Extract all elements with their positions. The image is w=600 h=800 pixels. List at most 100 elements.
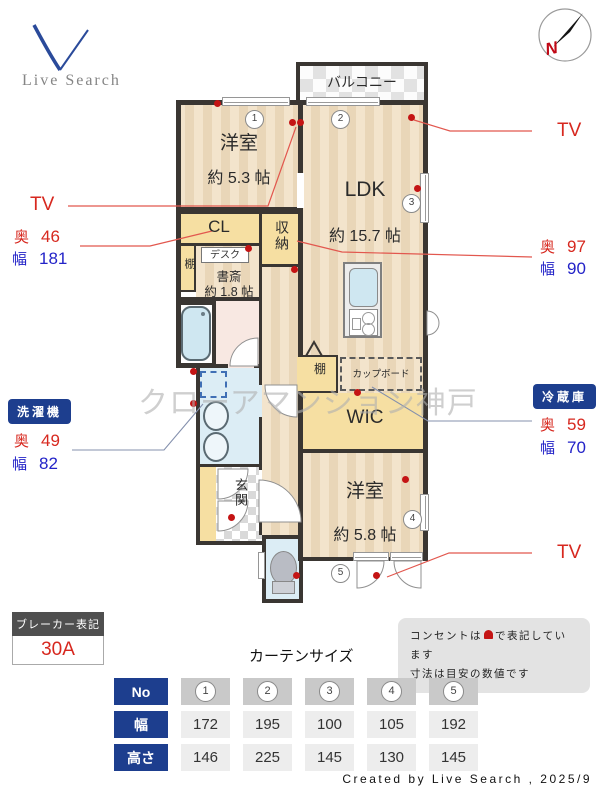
ldk-size: 約 15.7 帖	[328, 228, 402, 245]
room2-name: 洋室	[345, 481, 384, 502]
kitchen-sink	[349, 268, 378, 307]
legend-line-2: 寸法は目安の数値です	[410, 667, 530, 680]
curtain-height-value: 145	[429, 744, 478, 771]
wall-right	[423, 100, 428, 561]
outlet-marker	[297, 119, 304, 126]
breaker-value: 30A	[12, 636, 104, 665]
outlet-marker	[354, 389, 361, 396]
wall-wic-bottom	[302, 449, 428, 453]
stove-grill	[352, 318, 361, 330]
depth-value: 46	[41, 227, 60, 246]
curtain-size-table: No 1 2 3 4 5 幅 172 195 100 105 192 高さ 14…	[114, 678, 478, 771]
curtain-num-2: 2	[257, 681, 278, 702]
outlet-marker	[289, 119, 296, 126]
bathtub-drain	[201, 312, 205, 316]
shelf-left-label: 棚	[183, 258, 195, 269]
cl-label: CL	[208, 217, 230, 236]
width-label: 幅	[540, 440, 556, 457]
window-tag-2: 2	[331, 110, 350, 129]
legend-line1-pre: コンセントは	[410, 630, 482, 642]
bedroom-1	[176, 100, 302, 214]
sink-basin-1	[203, 401, 229, 431]
curtain-height-header: 高さ	[114, 744, 168, 771]
wall-center-divider	[298, 100, 303, 561]
wall-room1-bottom	[176, 207, 303, 214]
curtain-height-value: 146	[181, 744, 230, 771]
depth-value: 59	[567, 415, 586, 434]
curtain-height-value: 130	[367, 744, 416, 771]
cupboard-label: カップボード	[352, 369, 410, 380]
outlet-marker	[245, 245, 252, 252]
storage-width: 幅 90	[540, 258, 586, 279]
toilet	[270, 551, 297, 585]
room1-name: 洋室	[219, 133, 258, 154]
window-tag-4: 4	[403, 510, 422, 529]
outlet-legend-icon	[484, 630, 493, 639]
live-search-logo-text: Live Search	[22, 72, 121, 89]
ldk-room	[302, 100, 428, 393]
fridge-width: 幅 70	[540, 437, 586, 458]
study-name: 書斎	[216, 270, 242, 284]
fridge-depth: 奥 59	[540, 414, 586, 435]
depth-label: 奥	[540, 239, 556, 256]
footer-credit: Created by Live Search , 2025/9	[342, 772, 592, 786]
wall-genkan-left	[196, 464, 200, 545]
balcony-label: バルコニー	[327, 74, 397, 90]
outlet-marker	[228, 514, 235, 521]
curtain-table-title: カーテンサイズ	[249, 648, 354, 665]
curtain-width-value: 192	[429, 711, 478, 738]
tv-label-right-top: TV	[557, 120, 582, 141]
storage-shuno	[262, 214, 302, 267]
depth-label: 奥	[540, 417, 556, 434]
desk-label: デスク	[201, 247, 249, 263]
shelf-kitchen-label: 棚	[313, 362, 326, 376]
legend-line1-post: で表記しています	[410, 630, 567, 661]
toilet-tank	[272, 581, 295, 594]
washer-depth: 奥 49	[14, 430, 60, 451]
curtain-width-header: 幅	[114, 711, 168, 738]
tv-label-right-bottom: TV	[557, 542, 582, 563]
width-value: 70	[567, 438, 586, 457]
window-2	[306, 97, 380, 106]
curtain-width-value: 105	[367, 711, 416, 738]
window-3	[420, 173, 429, 223]
depth-label: 奥	[14, 229, 30, 246]
changing-room	[216, 301, 262, 367]
bathtub	[181, 306, 211, 361]
stove-burner-2	[362, 323, 375, 336]
opening-hall-wic	[297, 357, 304, 391]
width-value: 82	[39, 454, 58, 473]
curtain-num-cell: 5	[429, 678, 478, 705]
window-tag-3: 3	[402, 194, 421, 213]
cl-width: 幅 181	[12, 248, 67, 269]
wall-cl-bottom	[178, 243, 262, 246]
window-tag-5: 5	[331, 564, 350, 583]
width-value: 90	[567, 259, 586, 278]
wall-hall-left	[259, 214, 262, 535]
kitchen-counter	[343, 262, 382, 338]
wall-shuno-bottom	[262, 264, 302, 267]
room2-size: 約 5.8 帖	[333, 527, 397, 544]
curtain-width-value: 195	[243, 711, 292, 738]
curtain-num-cell: 1	[181, 678, 230, 705]
depth-value: 49	[41, 431, 60, 450]
wall-shelf-right	[194, 243, 196, 292]
outlet-marker	[190, 368, 197, 375]
door-opening-genkan	[259, 470, 262, 522]
curtain-num-cell: 2	[243, 678, 292, 705]
shelf-left	[178, 243, 196, 292]
room1-size: 約 5.3 帖	[207, 170, 271, 187]
compass: N	[535, 5, 595, 65]
outlet-marker	[214, 100, 221, 107]
outlet-marker	[414, 185, 421, 192]
washer-width: 幅 82	[12, 453, 58, 474]
window-5-left	[353, 552, 389, 561]
curtain-height-value: 225	[243, 744, 292, 771]
breaker-title: ブレーカー表記	[12, 612, 104, 636]
cl-depth: 奥 46	[14, 226, 60, 247]
width-label: 幅	[12, 251, 28, 268]
toilet-window	[258, 552, 265, 579]
wall-washroom-top	[176, 364, 262, 368]
curtain-col-header: No	[114, 678, 168, 705]
